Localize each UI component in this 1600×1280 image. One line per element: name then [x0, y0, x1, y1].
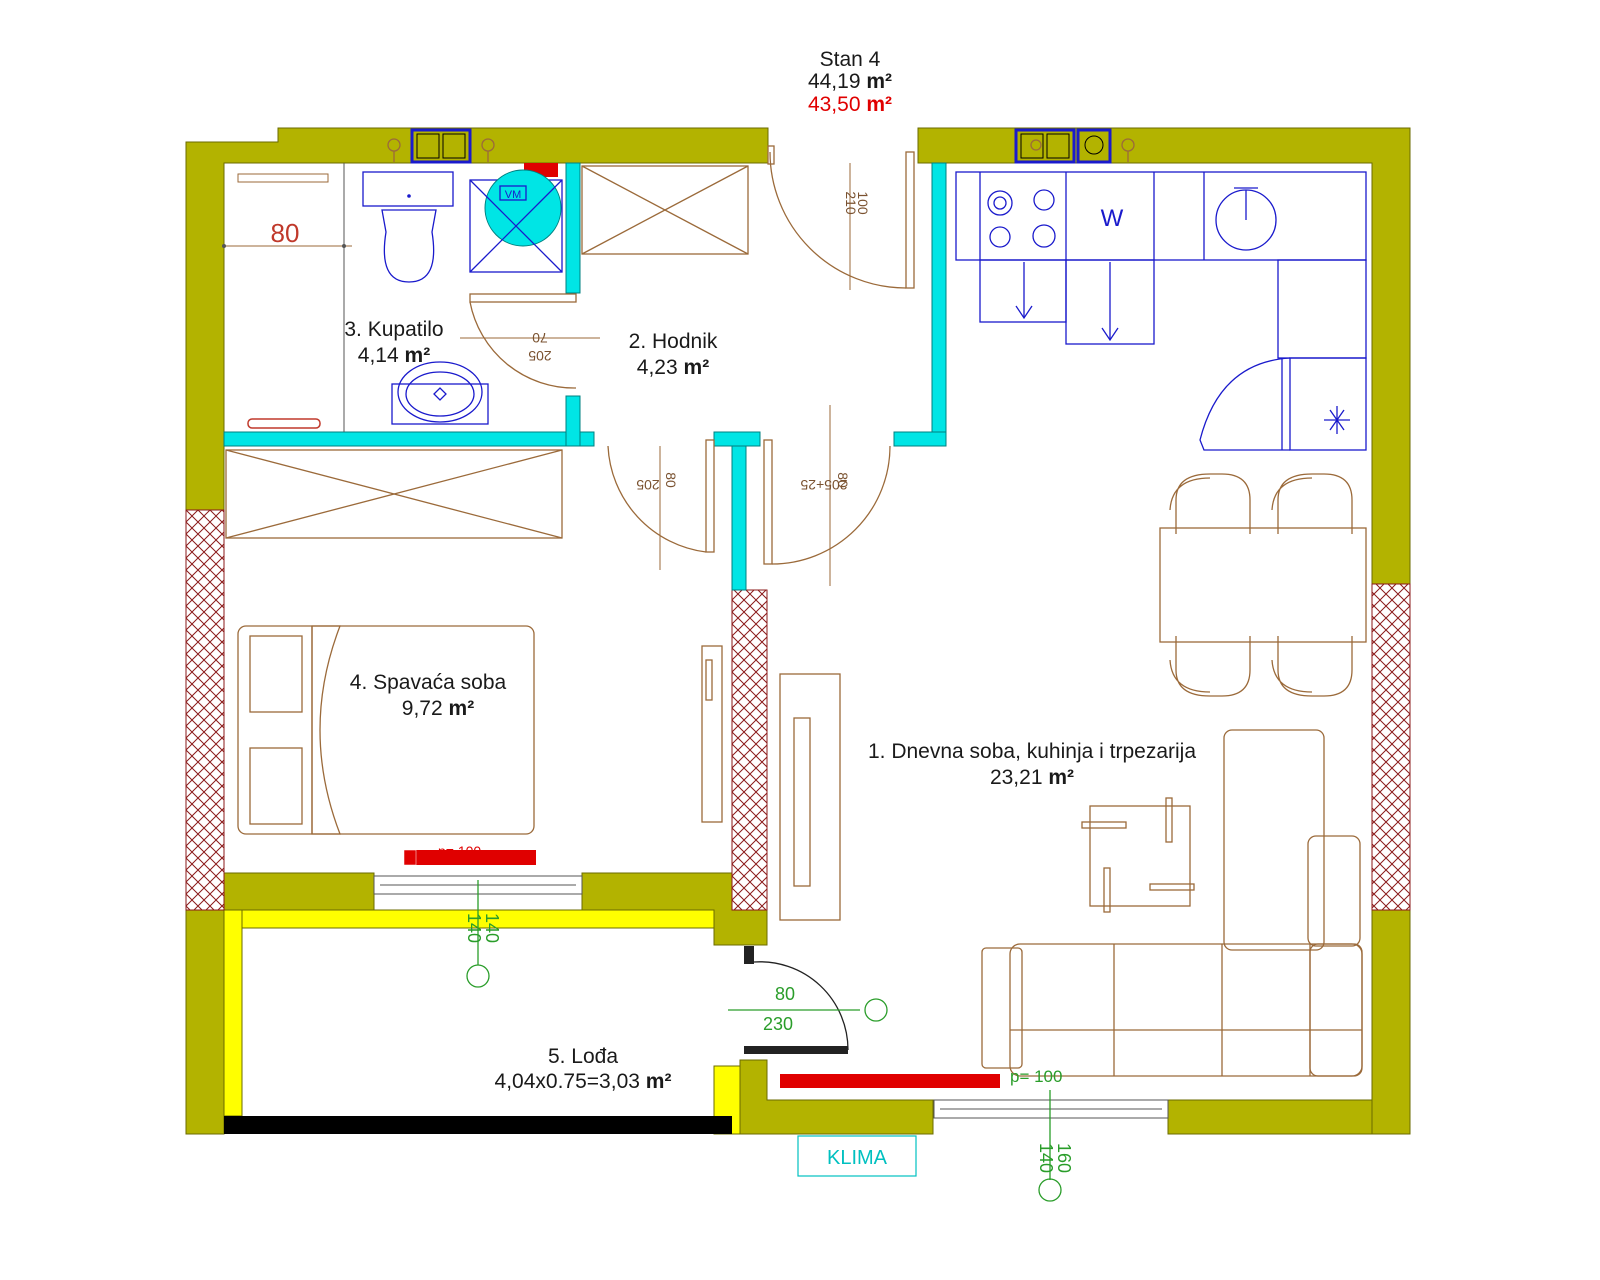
hatch-right	[1371, 583, 1411, 911]
room-name-hall: 2. Hodnik	[629, 330, 718, 353]
basin-icon	[391, 361, 489, 425]
bedroom-door-dim-1: 205	[636, 477, 660, 493]
bathroom-door: 70 205	[460, 293, 600, 389]
partition-hall-right-foot	[893, 431, 947, 447]
living-door-dim-1: 205+25	[800, 477, 847, 493]
partition-bath-bottom	[223, 431, 595, 447]
wall-bottom-right	[739, 1059, 934, 1135]
room-name-bathroom: 3. Kupatilo	[344, 318, 443, 341]
living-window-dim-1: 140	[1036, 1143, 1056, 1173]
wall-bottom-right-2	[1167, 1099, 1373, 1135]
living-window: 140 160	[933, 1090, 1169, 1202]
radiator-living-dim: p= 100	[1010, 1067, 1062, 1086]
bedroom-window-dim-2: 140	[482, 913, 502, 943]
hall-wardrobe	[581, 165, 749, 255]
wall-left-lower	[185, 909, 225, 1135]
tv-unit	[779, 673, 841, 921]
partition-mid-vertical	[731, 445, 747, 591]
living-door-dim-2: 80	[835, 472, 851, 488]
room-area-bedroom: 9,72 m²	[402, 697, 474, 720]
kitchen: W	[955, 171, 1367, 451]
outer-walls	[185, 127, 1411, 1135]
living-area: 1. Dnevna soba, kuhinja i trpezarija 23,…	[779, 673, 1363, 1202]
partition-hall-right	[931, 162, 947, 447]
room-name-bedroom: 4. Spavaća soba	[350, 671, 507, 694]
sofa-icon	[981, 729, 1363, 1077]
towel-rail	[247, 418, 321, 429]
plan-title: Stan 4	[820, 48, 881, 71]
toilet-icon	[362, 171, 454, 283]
bed-icon	[237, 625, 535, 835]
loggia-parapet	[224, 1116, 732, 1134]
bathroom: 80 VM 3. Kupatilo 4,14 m²	[222, 163, 563, 432]
living-window-dim-2: 160	[1054, 1143, 1074, 1173]
bedroom-wardrobe	[225, 449, 563, 539]
radiator-bedroom: p= 100	[403, 843, 536, 866]
klima-unit: KLIMA	[797, 1135, 917, 1177]
net-area: 43,50 m²	[808, 93, 892, 116]
bedroom-window-dim-1: 140	[464, 913, 484, 943]
wall-bedroom-south-left	[223, 872, 375, 911]
bedroom-door-dim-2: 80	[663, 472, 679, 488]
stove-icon	[987, 189, 1056, 248]
entry-door-dim-1: 210	[843, 191, 859, 215]
radiator-living: p= 100	[780, 1067, 1062, 1088]
room-name-living: 1. Dnevna soba, kuhinja i trpezarija	[868, 740, 1196, 763]
wall-right-lower	[1371, 909, 1411, 1135]
bath-door-dim-2: 205	[528, 348, 552, 364]
dining-table	[1159, 527, 1367, 643]
klima-label: KLIMA	[827, 1147, 888, 1169]
room-area-hall: 4,23 m²	[637, 356, 709, 379]
bath-door-dim-1: 70	[532, 330, 548, 346]
partitions	[223, 162, 947, 591]
bedroom-window: 140 140	[373, 875, 583, 988]
wall-top-right	[917, 127, 1411, 585]
sink-icon	[1215, 187, 1277, 251]
bedroom: 4. Spavaća soba 9,72 m² p= 100 140 140	[225, 449, 723, 988]
gross-area: 44,19 m²	[808, 70, 892, 93]
shelf	[237, 173, 329, 183]
wall-loggia-left	[223, 909, 243, 1117]
hatch-left	[185, 509, 225, 911]
wm-tag: VM	[505, 189, 522, 201]
fridge-icon	[1199, 357, 1367, 451]
loggia-door-dim-1: 80	[775, 984, 795, 1004]
top-windows	[387, 128, 1135, 164]
coffee-table	[1081, 797, 1195, 913]
room-area-loggia: 4,04x0.75=3,03 m²	[495, 1070, 672, 1093]
partition-bath-right-upper	[565, 162, 581, 294]
shower-icon: VM	[469, 169, 563, 273]
partition-bath-right-lower	[565, 395, 581, 447]
room-name-loggia: 5. Lođa	[548, 1045, 618, 1068]
washer-label: W	[1101, 205, 1124, 232]
dining-set	[1159, 473, 1367, 697]
room-area-bathroom: 4,14 m²	[358, 344, 430, 367]
hatched-walls	[185, 509, 1411, 911]
hatch-middle	[731, 589, 768, 911]
loggia: 80 230 5. Lođa 4,04x0.75=3,03 m²	[495, 946, 888, 1093]
hall: 210 100 70 205 2. Hodnik 4,23 m² 205 80 …	[460, 145, 915, 586]
kitchen-counter	[955, 171, 1367, 261]
plan-header: Stan 4 44,19 m² 43,50 m²	[808, 48, 892, 116]
entrance-door: 210 100	[767, 145, 915, 290]
bath-width-dim: 80	[271, 218, 300, 248]
wall-top-left	[185, 127, 769, 511]
partition-hall-bottom-mid	[713, 431, 761, 447]
loggia-door-dim-2: 230	[763, 1014, 793, 1034]
radiator-bedroom-dim: p= 100	[438, 843, 481, 859]
entry-door-dim-2: 100	[855, 191, 871, 215]
living-door: 205+25 80	[763, 405, 891, 586]
bedroom-door: 205 80	[607, 439, 715, 570]
wall-shelf	[701, 645, 723, 823]
room-area-living: 23,21 m²	[990, 766, 1074, 789]
